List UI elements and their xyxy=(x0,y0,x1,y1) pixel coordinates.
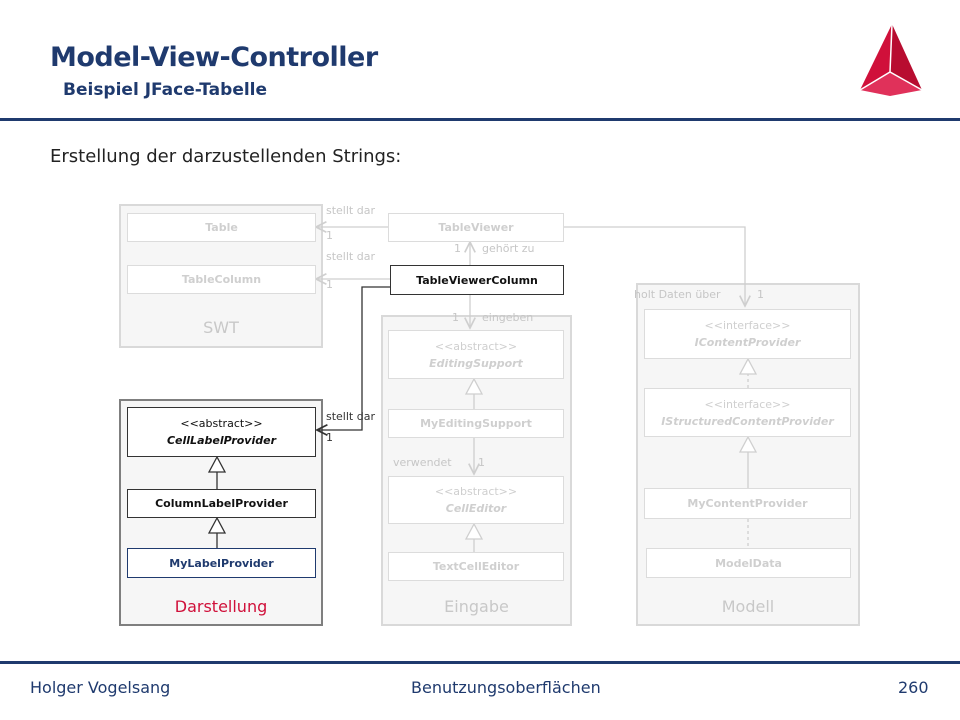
class-cell-label-provider-stereotype: <<abstract>> xyxy=(180,417,263,430)
title-divider xyxy=(0,118,960,121)
assoc-table-mult: 1 xyxy=(326,229,333,242)
class-model-data: ModelData xyxy=(646,548,851,578)
assoc-viewer-mult: 1 xyxy=(454,242,461,255)
class-column-label-provider: ColumnLabelProvider xyxy=(127,489,316,518)
class-editing-support-stereotype: <<abstract>> xyxy=(434,339,518,353)
gen-triangle-editing xyxy=(464,377,484,395)
assoc-edit-mult: 1 xyxy=(452,311,459,324)
footer-author: Holger Vogelsang xyxy=(30,678,171,697)
assoc-editor-label: verwendet xyxy=(393,456,452,469)
intro-text: Erstellung der darzustellenden Strings: xyxy=(50,146,402,167)
class-my-editing-support: MyEditingSupport xyxy=(388,409,564,438)
class-table-column: TableColumn xyxy=(127,265,316,294)
gen-triangle-celleditor xyxy=(464,522,484,540)
class-editing-support: <<abstract>> EditingSupport xyxy=(388,330,564,379)
gen-triangle-cell xyxy=(207,455,227,473)
assoc-column-mult: 1 xyxy=(326,278,333,291)
footer-title: Benutzungsoberflächen xyxy=(411,678,601,697)
class-text-cell-editor: TextCellEditor xyxy=(388,552,564,581)
class-table-viewer: TableViewer xyxy=(388,213,564,242)
class-cell-editor-name: CellEditor xyxy=(445,502,507,515)
class-table-column-name: TableColumn xyxy=(181,273,262,286)
assoc-editor-mult: 1 xyxy=(478,456,485,469)
class-my-label-provider-name: MyLabelProvider xyxy=(169,556,274,570)
assoc-viewercolumn-labelprovider xyxy=(317,286,390,430)
assoc-content-mult: 1 xyxy=(757,288,764,301)
package-darstellung-label: Darstellung xyxy=(174,597,268,616)
class-istructured-content-provider: <<interface>> IStructuredContentProvider xyxy=(644,388,851,437)
page-title: Model-View-Controller xyxy=(50,42,378,73)
class-table-viewer-column: TableViewerColumn xyxy=(390,265,564,295)
page-subtitle: Beispiel JFace-Tabelle xyxy=(63,80,268,100)
class-istructured-content-provider-stereotype: <<interface>> xyxy=(704,397,791,411)
assoc-label-label: stellt dar xyxy=(326,410,375,423)
assoc-viewer-content xyxy=(564,226,745,306)
gen-triangle-content xyxy=(738,357,758,375)
class-editing-support-name: EditingSupport xyxy=(429,356,523,370)
package-swt-label: SWT xyxy=(203,318,239,337)
logo-icon xyxy=(859,23,923,96)
assoc-viewer-label: gehört zu xyxy=(482,242,535,255)
class-table: Table xyxy=(127,213,316,242)
gen-triangle-structured xyxy=(738,435,758,453)
package-eingabe-label: Eingabe xyxy=(444,597,509,616)
class-istructured-content-provider-name: IStructuredContentProvider xyxy=(661,414,834,428)
class-my-editing-support-name: MyEditingSupport xyxy=(420,417,532,430)
package-modell-label: Modell xyxy=(721,597,775,616)
class-column-label-provider-name: ColumnLabelProvider xyxy=(155,497,288,510)
class-icontent-provider: <<interface>> IContentProvider xyxy=(644,309,851,359)
assoc-column-label: stellt dar xyxy=(326,250,375,263)
class-my-content-provider-name: MyContentProvider xyxy=(687,497,808,510)
gen-triangle-column xyxy=(207,516,227,534)
class-cell-label-provider: <<abstract>> CellLabelProvider xyxy=(127,407,316,457)
class-table-viewer-name: TableViewer xyxy=(438,221,514,234)
class-cell-editor: <<abstract>> CellEditor xyxy=(388,476,564,524)
assoc-content-label: holt Daten über xyxy=(634,288,721,301)
class-my-content-provider: MyContentProvider xyxy=(644,488,851,519)
assoc-label-mult: 1 xyxy=(326,431,333,444)
page-number: 260 xyxy=(898,678,929,697)
class-model-data-name: ModelData xyxy=(715,556,782,570)
class-cell-label-provider-name: CellLabelProvider xyxy=(166,434,277,447)
footer-divider xyxy=(0,661,960,664)
class-my-label-provider: MyLabelProvider xyxy=(127,548,316,578)
class-table-name: Table xyxy=(205,221,238,234)
assoc-table-label: stellt dar xyxy=(326,204,375,217)
class-table-viewer-column-name: TableViewerColumn xyxy=(416,273,538,287)
class-icontent-provider-name: IContentProvider xyxy=(694,336,801,349)
class-icontent-provider-stereotype: <<interface>> xyxy=(704,319,791,332)
assoc-edit-label: eingeben xyxy=(482,311,534,324)
class-text-cell-editor-name: TextCellEditor xyxy=(432,560,520,573)
class-cell-editor-stereotype: <<abstract>> xyxy=(434,485,518,498)
